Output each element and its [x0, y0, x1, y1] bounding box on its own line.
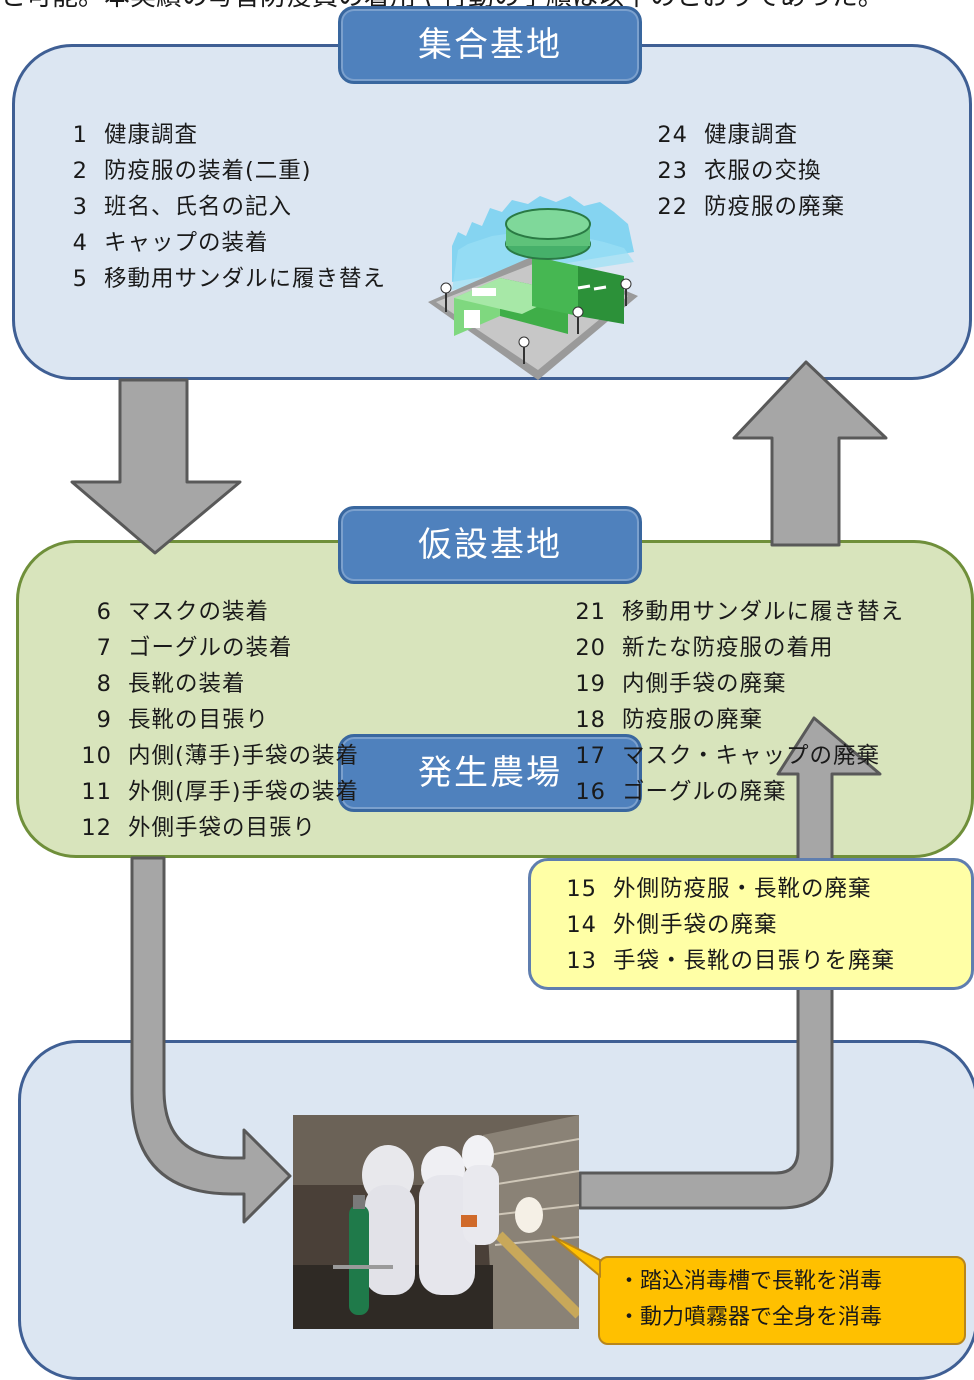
photo-illustration	[293, 1115, 579, 1329]
callout-line: ・踏込消毒槽で長靴を消毒	[618, 1269, 883, 1294]
temporary-base-title: 仮設基地	[338, 506, 642, 584]
up-arrow	[732, 360, 888, 547]
callout-pointer	[551, 1235, 601, 1279]
farm-workers-photo	[293, 1115, 579, 1329]
building-clipart-icon	[428, 196, 638, 380]
down-arrow	[70, 378, 242, 555]
assembly-base-title: 集合基地	[338, 6, 642, 84]
callout-line: ・動力噴霧器で全身を消毒	[618, 1305, 883, 1330]
disinfection-callout: ・踏込消毒槽で長靴を消毒 ・動力噴霧器で全身を消毒	[598, 1256, 966, 1345]
farm-title: 発生農場	[338, 734, 642, 812]
